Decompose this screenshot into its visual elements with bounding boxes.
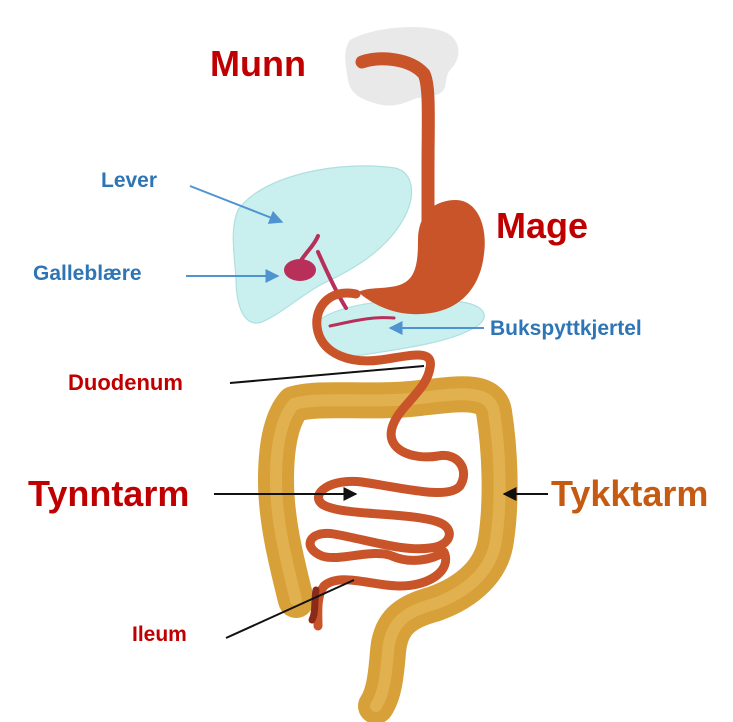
label-tynntarm: Tynntarm [28, 476, 189, 512]
label-galleblaere: Galleblære [33, 263, 142, 284]
label-bukspyttkjertel: Bukspyttkjertel [490, 318, 642, 339]
label-mage: Mage [496, 208, 588, 244]
duodenum-pointer [230, 366, 424, 383]
gallbladder [284, 259, 316, 281]
label-duodenum: Duodenum [68, 372, 183, 394]
label-tykktarm: Tykktarm [551, 476, 708, 512]
label-munn: Munn [210, 46, 306, 82]
label-lever: Lever [101, 170, 157, 191]
label-ileum: Ileum [132, 624, 187, 645]
appendix [312, 590, 316, 620]
